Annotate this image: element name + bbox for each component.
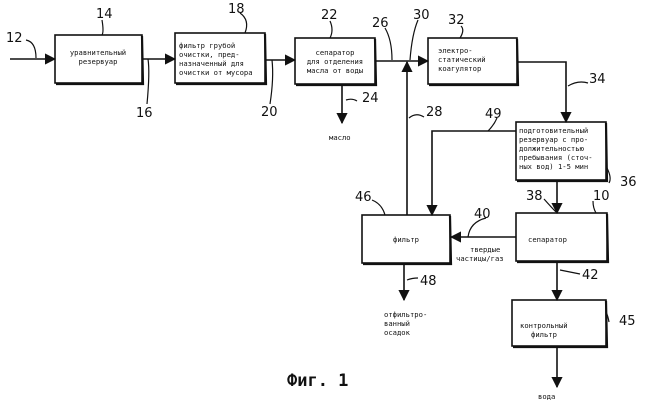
ref-48: 48: [420, 274, 437, 289]
ref-10: 10: [593, 189, 610, 204]
oil-separator-box: сепаратор для отделения масла от воды: [295, 38, 376, 85]
coarse-filter-line-3: назначенный для: [179, 59, 244, 68]
svg-text:фильтр: фильтр: [531, 330, 557, 339]
equalizing-tank-line-2: резервуар: [79, 57, 118, 66]
svg-text:фильтр грубой: фильтр грубой: [179, 41, 235, 50]
ref-12: 12: [6, 31, 23, 46]
sludge-label-3: осадок: [384, 328, 411, 337]
holding-tank-line-1: подготовительный: [519, 126, 588, 135]
ref-16: 16: [136, 106, 153, 121]
svg-text:уравнительный: уравнительный: [70, 48, 126, 57]
ref-49: 49: [485, 107, 502, 122]
svg-text:для отделения: для отделения: [307, 57, 363, 66]
ref-36: 36: [620, 175, 637, 190]
filter-box: фильтр: [362, 215, 451, 264]
svg-text:сепаратор: сепаратор: [316, 48, 355, 57]
coarse-filter-line-1: фильтр грубой: [179, 41, 235, 50]
coarse-filter-box: фильтр грубой очистки, пред- назначенный…: [175, 33, 266, 84]
ref-24: 24: [362, 91, 379, 106]
sludge-label-2: ванный: [384, 319, 410, 328]
flow-lines: [10, 59, 566, 387]
filter-label: фильтр: [393, 235, 419, 244]
holding-tank-box: подготовительный резервуар с про- должит…: [516, 122, 607, 181]
coagulator-line-3: коагулятор: [438, 64, 481, 73]
ref-30: 30: [413, 8, 430, 23]
coagulator-line-2: статический: [438, 55, 486, 64]
solids-gas-label-1: твердые: [470, 245, 500, 254]
ref-45: 45: [619, 314, 636, 329]
ref-18: 18: [228, 2, 245, 17]
solids-gas-label-2: частицы/газ: [456, 254, 504, 263]
ref-42: 42: [582, 268, 599, 283]
ref-22: 22: [321, 8, 338, 23]
holding-tank-line-5: ных вод) 1-5 мин: [519, 162, 588, 171]
ref-20: 20: [261, 105, 278, 120]
ref-14: 14: [96, 7, 113, 22]
coagulator-box: электро- статический коагулятор: [428, 38, 518, 85]
figure-caption: Фиг. 1: [287, 371, 348, 391]
ref-26: 26: [372, 16, 389, 31]
control-filter-line-2: фильтр: [531, 330, 557, 339]
svg-text:резервуар с про-: резервуар с про-: [519, 135, 588, 144]
svg-text:должительностью: должительностью: [519, 144, 585, 153]
sludge-label-1: отфильтро-: [384, 310, 427, 319]
svg-text:контрольный: контрольный: [520, 321, 568, 330]
equalizing-tank-line-1: уравнительный: [70, 48, 126, 57]
oil-separator-line-1: сепаратор: [316, 48, 355, 57]
svg-text:масла от воды: масла от воды: [307, 66, 363, 75]
control-filter-line-1: контрольный: [520, 321, 568, 330]
holding-tank-to-filter-arrow: [432, 131, 516, 215]
control-filter-box: контрольный фильтр: [512, 300, 607, 347]
holding-tank-line-2: резервуар с про-: [519, 135, 588, 144]
separator-box: сепаратор: [516, 213, 608, 262]
ref-32: 32: [448, 13, 465, 28]
svg-text:коагулятор: коагулятор: [438, 64, 481, 73]
ref-38: 38: [526, 189, 543, 204]
svg-text:пребывания (сточ-: пребывания (сточ-: [519, 153, 593, 162]
svg-text:резервуар: резервуар: [79, 57, 118, 66]
svg-text:очистки, пред-: очистки, пред-: [179, 50, 240, 59]
svg-text:статический: статический: [438, 55, 486, 64]
ref-28: 28: [426, 105, 443, 120]
holding-tank-line-4: пребывания (сточ-: [519, 153, 593, 162]
separator-label: сепаратор: [528, 235, 567, 244]
svg-text:ных вод) 1-5 мин: ных вод) 1-5 мин: [519, 162, 588, 171]
coagulator-to-holding-tank-arrow: [518, 62, 566, 122]
svg-text:сепаратор: сепаратор: [528, 235, 567, 244]
coagulator-line-1: электро-: [438, 46, 473, 55]
svg-text:назначенный для: назначенный для: [179, 59, 244, 68]
coarse-filter-line-4: очистки от мусора: [179, 68, 253, 77]
oil-output-label: масло: [329, 133, 351, 142]
ref-46: 46: [355, 190, 372, 205]
svg-text:очистки от мусора: очистки от мусора: [179, 68, 253, 77]
oil-separator-line-3: масла от воды: [307, 66, 363, 75]
ref-34: 34: [589, 72, 606, 87]
equalizing-tank-box: уравнительный резервуар: [55, 35, 143, 84]
ref-40: 40: [474, 207, 491, 222]
svg-text:подготовительный: подготовительный: [519, 126, 588, 135]
svg-text:электро-: электро-: [438, 46, 473, 55]
coarse-filter-line-2: очистки, пред-: [179, 50, 240, 59]
oil-separator-line-2: для отделения: [307, 57, 363, 66]
holding-tank-line-3: должительностью: [519, 144, 585, 153]
svg-text:фильтр: фильтр: [393, 235, 419, 244]
water-output-label: вода: [538, 392, 555, 401]
